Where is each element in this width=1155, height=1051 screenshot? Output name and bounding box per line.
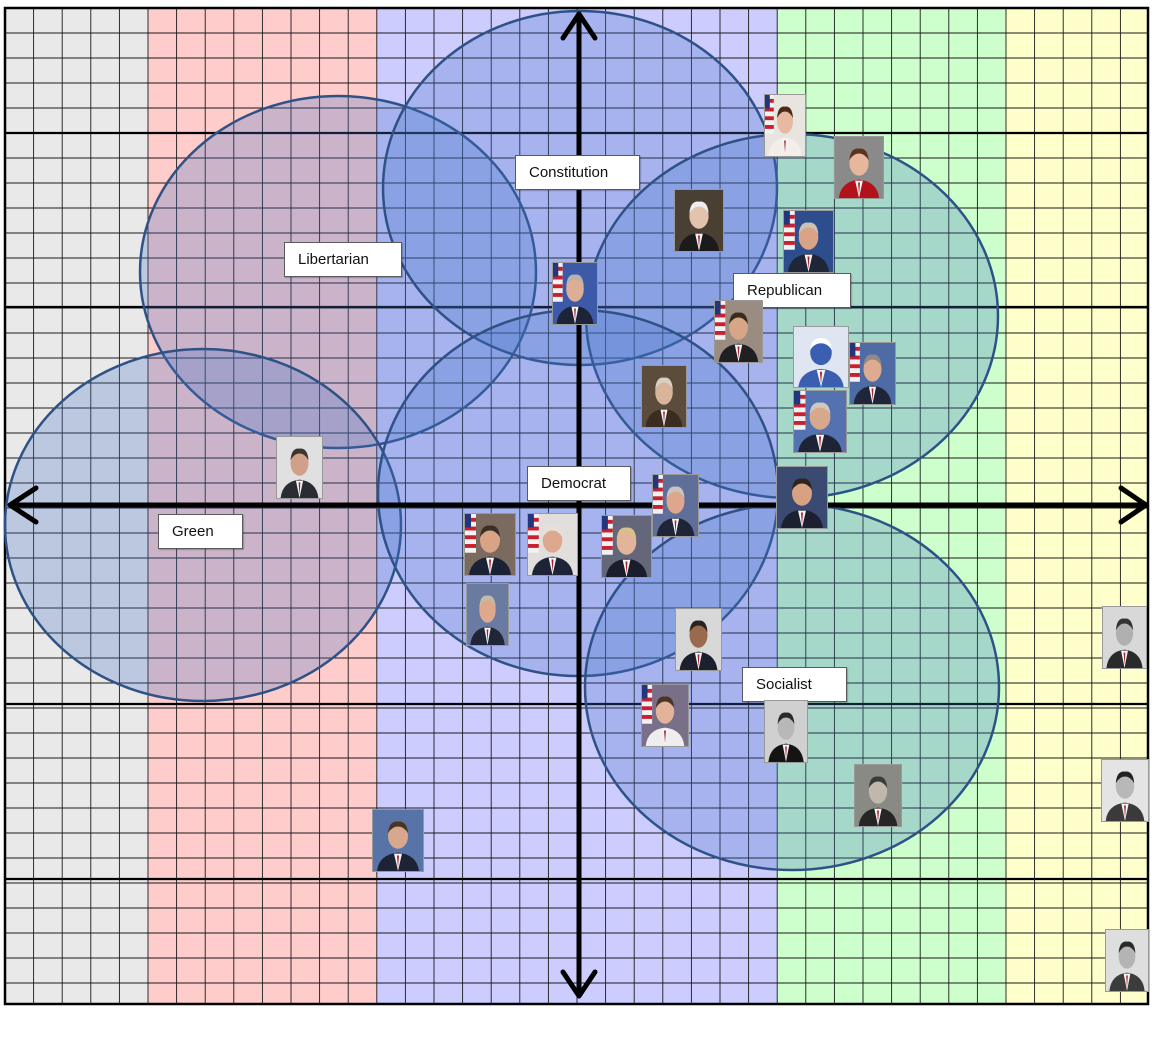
portrait-figure [642,366,686,427]
portrait-figure [602,516,651,577]
portrait-karl-marx [764,700,808,763]
portrait-figure [553,263,597,324]
portrait-joe-biden [527,513,578,576]
portrait-hillary-clinton [601,515,652,578]
portrait-figure [675,190,723,251]
portrait-figure [676,609,721,670]
portrait-nancy-pelosi [641,684,689,747]
portrait-figure [653,475,698,536]
portrait-bill-clinton [652,474,699,537]
portrait-jimmy-carter [466,583,509,646]
label-socialist: Socialist [742,667,847,702]
portrait-figure [765,701,807,762]
portrait-figure [794,391,846,452]
arrow-right-icon [1118,485,1149,525]
portrait-figure [715,301,762,362]
portrait-adolf-hitler [1101,759,1149,822]
label-republican: Republican [733,273,851,308]
portrait-figure [642,685,688,746]
label-green: Green [158,514,243,549]
portrait-figure [784,211,833,272]
portrait-ralph-nader [276,436,323,499]
portrait-george-w-bush [849,342,896,405]
portrait-sarah-palin [834,136,884,199]
portrait-george-h-w-bush [793,390,847,453]
portrait-joseph-stalin [1105,929,1149,992]
label-democrat: Democrat [527,466,631,501]
portrait-george-washington [674,189,724,252]
portrait-figure [1106,930,1148,991]
label-libertarian: Libertarian [284,242,402,277]
portrait-michele-bachmann [764,94,806,157]
portrait-dennis-kucinich [372,809,424,872]
portrait-figure [777,467,827,528]
portrait-figure [855,765,901,826]
portrait-ron-paul [552,262,598,325]
portrait-hamilton-big-blue [793,326,849,388]
portrait-figure [794,327,848,387]
portrait-figure [467,584,508,645]
portrait-figure [765,95,805,156]
portrait-vladimir-lenin [854,764,902,827]
arrow-down-icon [560,969,598,999]
portrait-figure [277,437,322,498]
portrait-figure [850,343,895,404]
portrait-figure [528,514,577,575]
portrait-barack-obama [675,608,722,671]
label-constitution: Constitution [515,155,640,190]
portrait-figure [465,514,515,575]
portrait-mitt-romney [776,466,828,529]
portrait-thomas-jefferson [641,365,687,428]
portrait-figure [1102,760,1148,821]
portrait-benito-mussolini [1102,606,1147,669]
portrait-figure [1103,607,1146,668]
portrait-al-gore [464,513,516,576]
portrait-figure [373,810,423,871]
portrait-figure [835,137,883,198]
portrait-ronald-reagan [714,300,763,363]
portrait-john-boehner [783,210,834,273]
arrow-up-icon [560,11,598,41]
arrow-left-icon [7,485,39,525]
